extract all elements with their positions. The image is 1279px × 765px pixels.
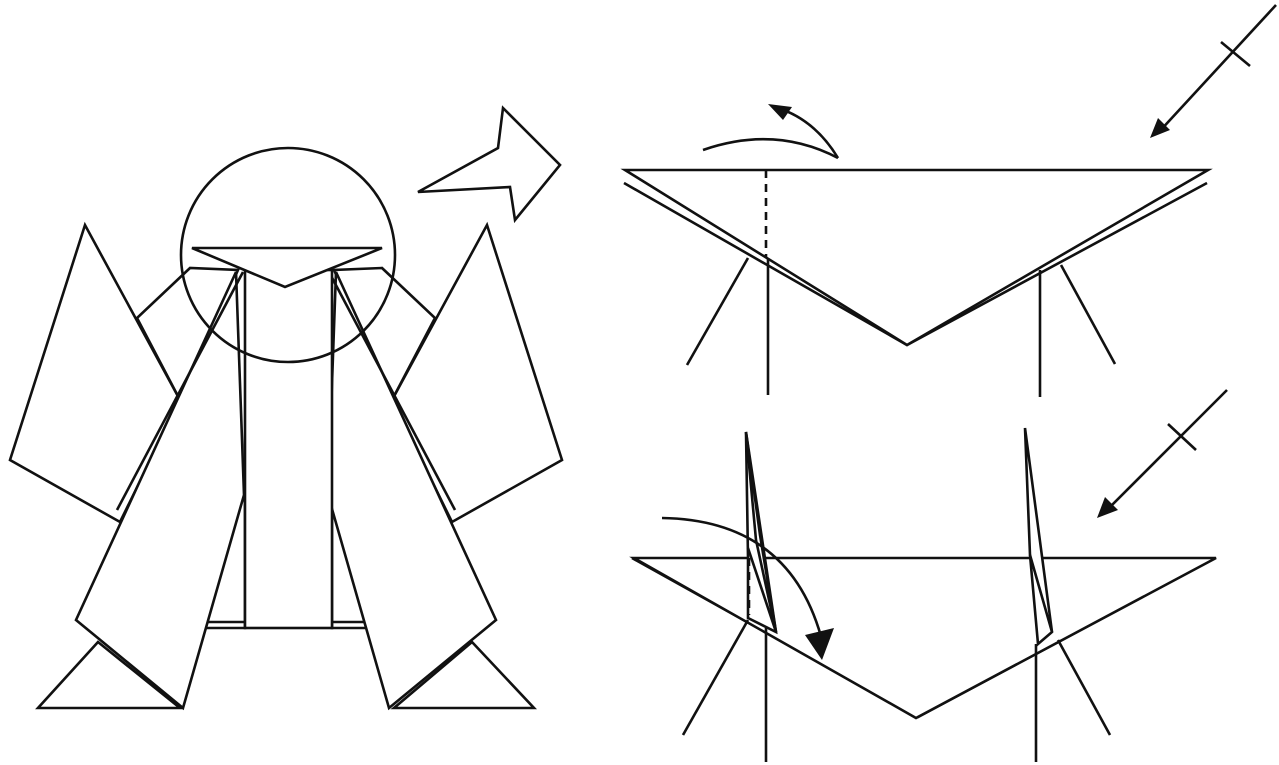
raised-right-flap: [1023, 427, 1054, 647]
raised-left-flap-edge: [746, 547, 778, 633]
zoom-arrow-icon: [417, 105, 562, 224]
left-sleeve: [74, 271, 246, 711]
leg-left-outer-bottom: [681, 619, 750, 736]
step-detail-top: [620, 4, 1277, 397]
fold-arrowhead: [768, 104, 792, 120]
head-triangle: [191, 246, 383, 289]
view-arrow-tick-bottom: [1167, 423, 1197, 451]
left-sleeve-edge: [115, 271, 245, 511]
central-column: [243, 268, 334, 630]
leg-right-outer: [1059, 264, 1117, 365]
leg-left-outer: [685, 257, 750, 366]
fold-arrow-icon: [702, 137, 839, 160]
leg-right-outer-bottom: [1056, 639, 1112, 736]
view-arrowhead-bottom: [1097, 497, 1118, 518]
raised-right-flap-edge: [1028, 554, 1054, 633]
fold-arrowhead-bottom: [805, 628, 834, 660]
zoom-circle: [179, 146, 397, 364]
fold-arrow-bottom: [661, 516, 824, 641]
right-foot: [390, 640, 538, 710]
view-direction-arrow-bottom: [1104, 389, 1228, 513]
figure-overview: [8, 146, 564, 711]
front-triangle-bottom: [629, 556, 1217, 720]
fold-arrow-tail: [777, 106, 840, 159]
left-foot: [35, 640, 184, 710]
view-arrow-tick-top: [1220, 40, 1251, 68]
right-sleeve-edge: [327, 271, 457, 511]
step-detail-bottom: [629, 389, 1228, 762]
view-direction-arrow-icon: [1157, 4, 1277, 134]
view-arrowhead-top: [1150, 118, 1170, 138]
